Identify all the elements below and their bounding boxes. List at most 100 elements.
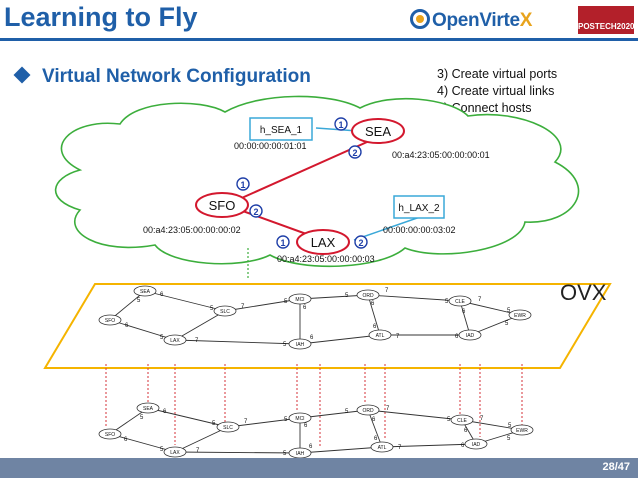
svg-text:6: 6 <box>464 428 468 434</box>
svg-text:5: 5 <box>212 421 216 427</box>
svg-text:MCI: MCI <box>295 416 304 422</box>
switch-sfo-dpid: 00:a4:23:05:00:00:00:02 <box>143 225 241 235</box>
switch-sfo[interactable] <box>195 192 249 218</box>
svg-text:5: 5 <box>505 321 509 327</box>
svg-text:CLE: CLE <box>455 299 465 305</box>
svg-text:5: 5 <box>508 423 512 429</box>
svg-text:IAH: IAH <box>296 451 305 457</box>
svg-text:5: 5 <box>507 436 511 442</box>
host-link-lax <box>353 216 421 241</box>
port-badge: 1 <box>276 235 290 249</box>
svg-text:6: 6 <box>125 323 129 329</box>
svg-text:SEA: SEA <box>143 406 154 412</box>
svg-text:ORD: ORD <box>362 293 374 299</box>
svg-text:7: 7 <box>398 445 402 451</box>
port-badge: 2 <box>354 235 368 249</box>
svg-text:SFO: SFO <box>105 318 115 324</box>
footer-bar <box>0 458 638 478</box>
svg-text:6: 6 <box>163 409 167 415</box>
svg-text:5: 5 <box>140 415 144 421</box>
page-number: 28/47 <box>602 461 630 473</box>
host-sea-mac: 00:00:00:00:01:01 <box>234 141 307 151</box>
switch-sea[interactable] <box>351 118 405 144</box>
virtual-link-sea-sfo <box>225 133 386 206</box>
svg-text:7: 7 <box>396 334 400 340</box>
openvirtex-logo: OpenVirteX <box>432 10 533 31</box>
svg-text:EWR: EWR <box>514 313 526 319</box>
svg-text:7: 7 <box>195 338 199 344</box>
svg-text:7: 7 <box>385 288 389 294</box>
svg-text:1: 1 <box>338 120 343 130</box>
switch-sfo-label: SFO <box>209 198 236 213</box>
svg-text:MCI: MCI <box>295 297 304 303</box>
host-sea-label: h_SEA_1 <box>260 125 303 136</box>
svg-text:SFO: SFO <box>105 432 115 438</box>
svg-text:2: 2 <box>352 148 357 158</box>
svg-text:5: 5 <box>445 299 449 305</box>
svg-text:6: 6 <box>461 443 465 449</box>
svg-text:6: 6 <box>124 437 128 443</box>
steps-list: 3) Create virtual ports 4) Create virtua… <box>437 66 557 117</box>
step-item: 3) Create virtual ports <box>437 67 558 81</box>
port-badge: 2 <box>348 145 362 159</box>
step-item: 4) Create virtual links <box>437 84 555 98</box>
svg-text:5: 5 <box>345 293 349 299</box>
svg-text:7: 7 <box>480 416 484 422</box>
svg-text:6: 6 <box>371 301 375 307</box>
host-sea-box[interactable] <box>249 117 313 141</box>
svg-text:6: 6 <box>309 444 313 450</box>
svg-text:CLE: CLE <box>457 418 467 424</box>
svg-text:7: 7 <box>241 304 245 310</box>
host-lax-box[interactable] <box>393 195 445 219</box>
virtual-network-cloud <box>54 95 580 268</box>
svg-text:6: 6 <box>374 436 378 442</box>
switch-lax[interactable] <box>296 229 350 255</box>
host-link-sea <box>315 127 359 132</box>
svg-text:SEA: SEA <box>140 289 151 295</box>
svg-text:1: 1 <box>240 180 245 190</box>
physical-link-port-labels: 6 5 5 7 6 5 7 5 6 5 7 6 5 6 6 7 5 7 6 5 … <box>124 406 512 457</box>
svg-text:SLC: SLC <box>223 425 233 431</box>
switch-sea-dpid: 00:a4:23:05:00:00:00:01 <box>392 150 490 160</box>
svg-text:5: 5 <box>284 299 288 305</box>
svg-text:5: 5 <box>447 417 451 423</box>
svg-text:LAX: LAX <box>170 338 180 344</box>
svg-text:7: 7 <box>196 448 200 454</box>
svg-text:2: 2 <box>253 207 258 217</box>
svg-text:6: 6 <box>304 423 308 429</box>
svg-text:6: 6 <box>373 324 377 330</box>
svg-text:EWR: EWR <box>516 428 528 434</box>
svg-text:5: 5 <box>160 335 164 341</box>
physical-topology-labels: SEA SFO SLC LAX MCI IAH ORD ATL CLE IAD … <box>105 406 528 457</box>
svg-text:LAX: LAX <box>170 450 180 456</box>
physical-topology-nodes <box>98 402 534 459</box>
section-heading: Virtual Network Configuration <box>13 66 311 88</box>
svg-text:6: 6 <box>455 334 459 340</box>
svg-text:5: 5 <box>137 298 141 304</box>
svg-text:2: 2 <box>358 238 363 248</box>
svg-text:5: 5 <box>210 306 214 312</box>
svg-text:ORD: ORD <box>362 408 374 414</box>
postech-logo: POSTECH2020 <box>578 6 634 34</box>
svg-text:1: 1 <box>280 238 285 248</box>
slide-title: Learning to Fly <box>4 2 198 32</box>
svg-text:6: 6 <box>160 292 164 298</box>
svg-text:5: 5 <box>283 342 287 348</box>
svg-text:5: 5 <box>345 409 349 415</box>
svg-text:5: 5 <box>507 308 511 314</box>
svg-text:5: 5 <box>160 447 164 453</box>
svg-text:7: 7 <box>478 297 482 303</box>
svg-text:SLC: SLC <box>220 309 230 315</box>
svg-text:6: 6 <box>310 335 314 341</box>
svg-text:ATL: ATL <box>378 445 387 451</box>
svg-text:5: 5 <box>283 451 287 457</box>
svg-text:7: 7 <box>386 406 390 412</box>
svg-text:5: 5 <box>284 417 288 423</box>
switch-sea-label: SEA <box>365 124 391 139</box>
host-lax-mac: 00:00:00:00:03:02 <box>383 225 456 235</box>
openvirtex-logo-icon <box>410 9 430 29</box>
switch-lax-label: LAX <box>311 235 336 250</box>
ovx-link-port-labels: 6 5 5 7 6 5 7 5 6 5 7 6 5 6 6 7 5 7 6 5 … <box>125 288 511 348</box>
svg-text:IAD: IAD <box>466 333 475 339</box>
svg-text:6: 6 <box>303 305 307 311</box>
